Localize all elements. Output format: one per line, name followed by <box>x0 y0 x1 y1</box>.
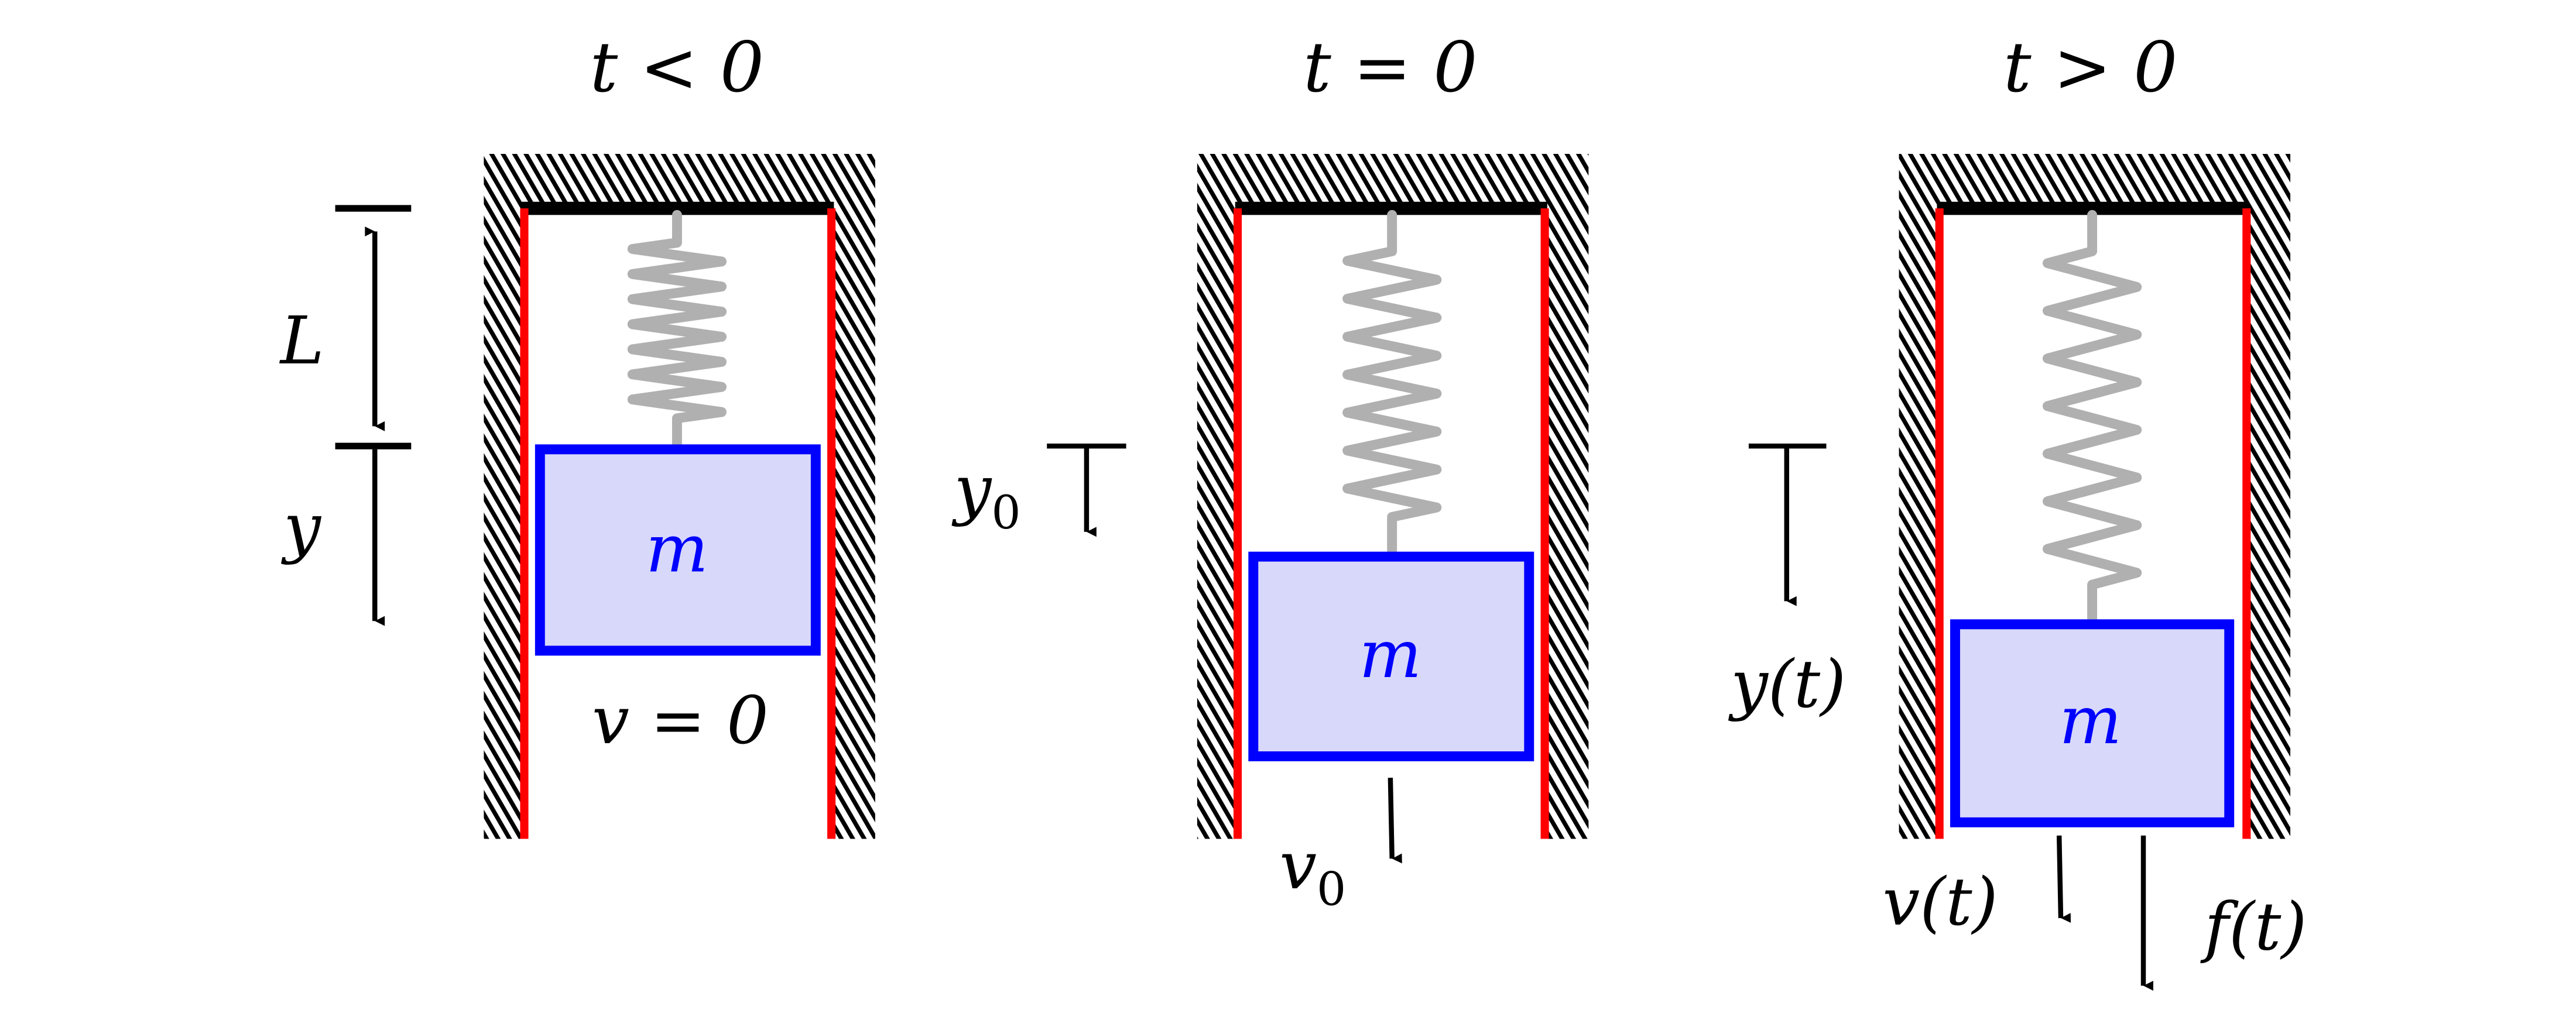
panel-title: t < 0 <box>590 27 765 108</box>
initial-velocity-label: v0 <box>1279 827 1346 916</box>
force-label: f(t) <box>2200 888 2307 965</box>
ceiling-bar <box>1937 201 2249 215</box>
velocity-zero-label: v = 0 <box>592 682 769 759</box>
right-wall <box>827 208 836 839</box>
displacement-label: y <box>280 489 321 566</box>
spring <box>2042 209 2142 626</box>
initial-displacement-indicator: y0 <box>951 443 1126 540</box>
mass-block <box>1950 619 2235 827</box>
initial-displacement-label: y0 <box>951 451 1021 540</box>
ceiling-bar <box>1235 201 1547 215</box>
dimension-L: L <box>279 205 412 449</box>
spring <box>627 209 727 451</box>
panel-t-greater-than-0: t > 0 m y(t) v(t) f(t) <box>1728 27 2307 991</box>
right-wall <box>1540 208 1549 839</box>
spring-length-label: L <box>279 302 324 379</box>
mass-label: m <box>646 510 708 588</box>
spring <box>1342 209 1442 559</box>
mass-block <box>535 444 821 656</box>
left-wall <box>1935 208 1944 839</box>
displacement-label: y(t) <box>1728 645 1846 723</box>
force-indicator: f(t) <box>2140 835 2307 991</box>
panel-title: t > 0 <box>2003 27 2178 108</box>
mass-label: m <box>1359 616 1421 693</box>
dimension-y: y <box>280 449 385 626</box>
left-wall <box>1233 208 1242 839</box>
panel-title: t = 0 <box>1303 27 1478 108</box>
left-wall <box>520 208 529 839</box>
right-wall <box>2242 208 2251 839</box>
ceiling-bar <box>522 201 834 215</box>
panel-t-equals-0: t = 0 m y0 v0 <box>951 27 1589 916</box>
panel-t-less-than-0: t < 0 m v = 0 L y <box>279 27 875 839</box>
velocity-label: v(t) <box>1883 863 1998 940</box>
mass-label: m <box>2059 682 2122 759</box>
displacement-indicator: y(t) <box>1728 443 1846 723</box>
velocity-indicator: v(t) <box>1883 835 2071 940</box>
initial-velocity-indicator: v0 <box>1279 778 1402 916</box>
mass-block <box>1248 551 1534 761</box>
